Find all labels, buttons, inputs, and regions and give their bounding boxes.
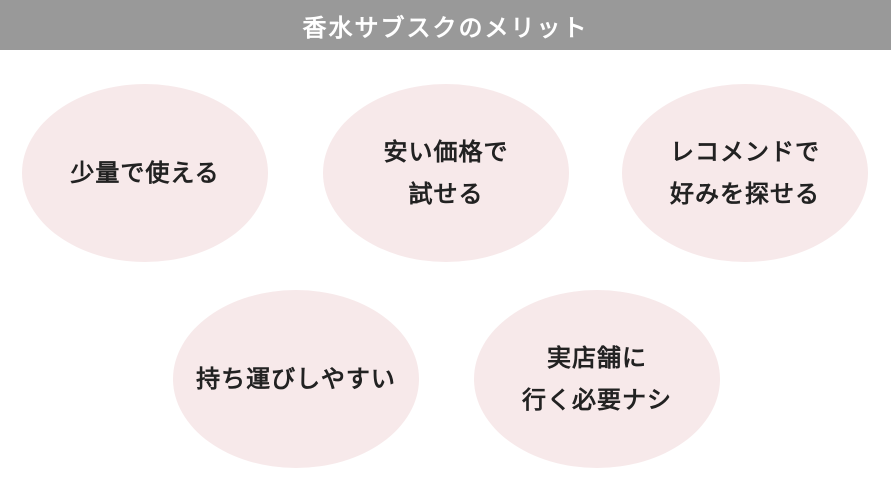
- merit-bubble-recommend: レコメンドで 好みを探せる: [622, 84, 868, 262]
- merit-label: 実店舗に 行く必要ナシ: [522, 344, 672, 414]
- merit-bubble-low-price: 安い価格で 試せる: [323, 84, 569, 262]
- merit-bubble-portable: 持ち運びしやすい: [173, 290, 419, 468]
- header-bar: 香水サブスクのメリット: [0, 0, 891, 50]
- merit-label: 持ち運びしやすい: [196, 365, 396, 393]
- page-title: 香水サブスクのメリット: [302, 13, 589, 42]
- merit-label: 少量で使える: [70, 159, 220, 187]
- merit-bubble-small-amount: 少量で使える: [22, 84, 268, 262]
- merit-label: 安い価格で 試せる: [383, 138, 509, 208]
- merit-label: レコメンドで 好みを探せる: [670, 138, 820, 208]
- merit-bubble-no-store-visit: 実店舗に 行く必要ナシ: [474, 290, 720, 468]
